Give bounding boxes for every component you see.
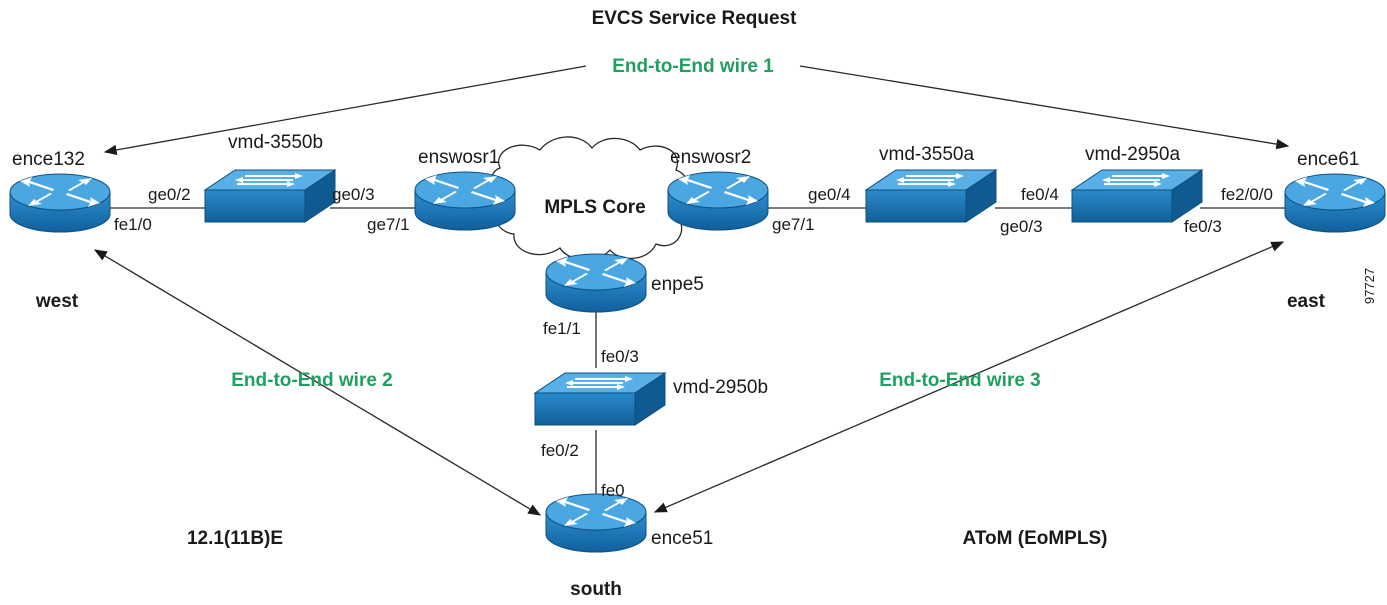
ios-version-note: 12.1(11B)E (187, 528, 283, 549)
router-enswosr2 (667, 171, 769, 231)
router-icon (545, 253, 647, 313)
wire1-right-arrow (799, 65, 1290, 150)
switch-icon (204, 169, 336, 223)
router-icon (667, 171, 769, 231)
switch-icon (534, 372, 666, 426)
wire2-arrow (93, 249, 542, 516)
router-enpe5 (545, 253, 647, 313)
figure-id: 97727 (1362, 268, 1377, 304)
mpls-core-cloud: MPLS Core (490, 136, 690, 261)
device-label-enswosr2: enswosr2 (670, 147, 751, 168)
device-label-vmd2950b: vmd-2950b (673, 377, 768, 398)
wire3-label: End-to-End wire 3 (879, 370, 1041, 391)
router-enswosr1 (414, 171, 516, 231)
router-icon (545, 493, 647, 553)
port-label: ge0/3 (1000, 217, 1043, 236)
port-label: fe0/2 (541, 441, 579, 460)
device-label-vmd3550b: vmd-3550b (228, 132, 323, 153)
mpls-core-label: MPLS Core (544, 197, 645, 218)
links (110, 207, 1290, 505)
router-ence51 (545, 493, 647, 553)
wire-arrows (93, 65, 1290, 516)
port-label: ge7/1 (772, 215, 815, 234)
router-icon (414, 171, 516, 231)
router-ence132 (9, 173, 111, 233)
device-label-vmd2950a: vmd-2950a (1085, 144, 1180, 165)
port-label: fe1/0 (114, 215, 152, 234)
device-label-vmd3550a: vmd-3550a (879, 144, 974, 165)
wire2-label: End-to-End wire 2 (231, 370, 393, 391)
router-icon (9, 173, 111, 233)
port-label: ge0/4 (808, 185, 851, 204)
switch-icon (865, 169, 997, 223)
switch-vmd3550b (204, 169, 336, 223)
device-label-enpe5: enpe5 (651, 274, 704, 295)
router-icon (1284, 173, 1386, 233)
port-label: fe0/3 (601, 347, 639, 366)
switch-icon (1071, 169, 1203, 223)
device-label-ence51: ence51 (651, 528, 713, 549)
router-ence61 (1284, 173, 1386, 233)
device-label-enswosr1: enswosr1 (418, 147, 499, 168)
port-label: ge7/1 (367, 215, 410, 234)
site-label-west: west (35, 291, 79, 312)
port-label: fe0 (601, 481, 625, 500)
site-label-south: south (570, 579, 622, 600)
switch-vmd3550a (865, 169, 997, 223)
site-label-east: east (1287, 291, 1326, 312)
port-label: ge0/2 (148, 185, 191, 204)
switch-vmd2950a (1071, 169, 1203, 223)
wire1-label: End-to-End wire 1 (612, 56, 774, 77)
port-label: fe1/1 (543, 319, 581, 338)
device-label-ence61: ence61 (1297, 149, 1359, 170)
wire3-arrow (653, 241, 1285, 513)
wire1-left-arrow (103, 65, 587, 156)
port-label: fe0/3 (1184, 217, 1222, 236)
port-label: fe0/4 (1021, 185, 1059, 204)
device-label-ence132: ence132 (12, 149, 85, 170)
switch-vmd2950b (534, 372, 666, 426)
atom-note: AToM (EoMPLS) (963, 528, 1108, 549)
diagram-title: EVCS Service Request (592, 8, 798, 29)
port-label: ge0/3 (332, 185, 375, 204)
port-label: fe2/0/0 (1221, 185, 1273, 204)
